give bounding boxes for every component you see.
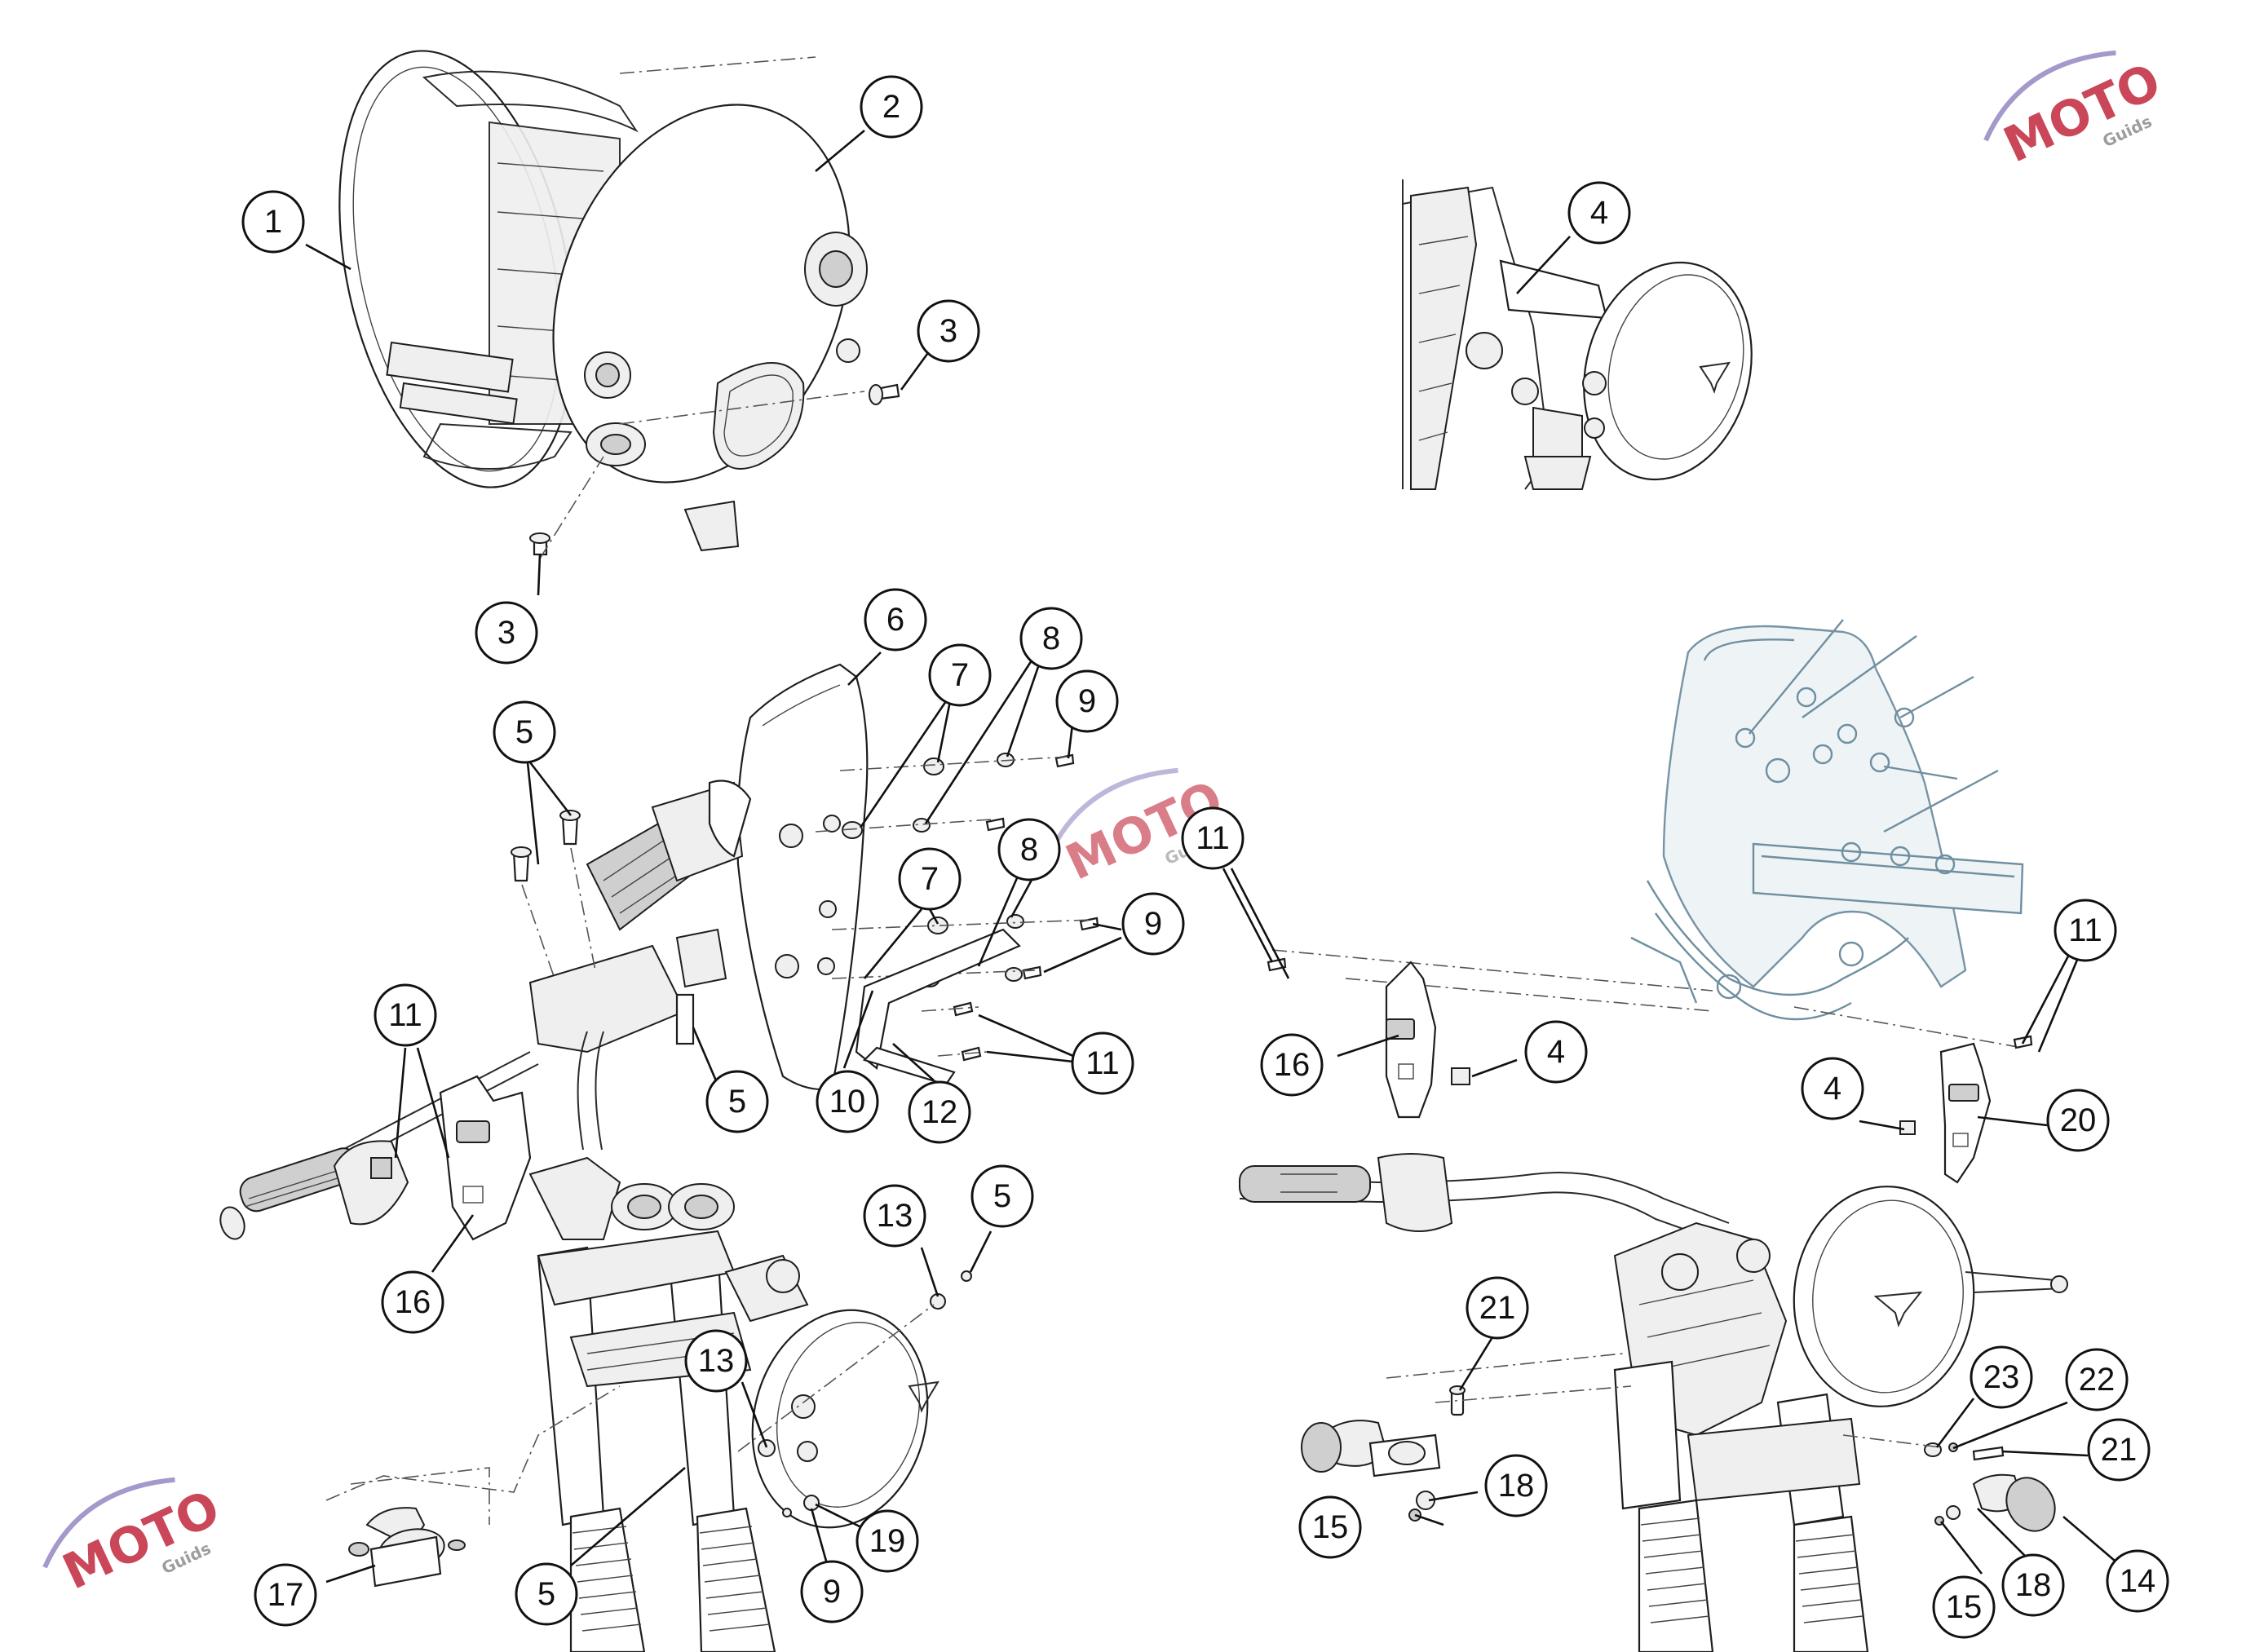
svg-text:11: 11 xyxy=(388,997,422,1033)
callout-19: 19 xyxy=(855,1509,919,1573)
callout-15: 15 xyxy=(1298,1495,1362,1559)
svg-text:15: 15 xyxy=(1946,1589,1983,1625)
callout-8: 8 xyxy=(997,818,1061,881)
svg-text:10: 10 xyxy=(829,1084,866,1120)
svg-text:5: 5 xyxy=(515,714,533,750)
svg-text:1: 1 xyxy=(264,204,282,240)
svg-text:5: 5 xyxy=(537,1576,555,1612)
svg-text:18: 18 xyxy=(1498,1468,1535,1504)
svg-text:15: 15 xyxy=(1312,1509,1349,1545)
headlamp-bowl-assembly xyxy=(338,50,900,559)
callout-9: 9 xyxy=(1121,892,1185,956)
callout-6: 6 xyxy=(864,588,927,652)
callout-5: 5 xyxy=(705,1070,769,1133)
svg-text:8: 8 xyxy=(1020,832,1038,868)
svg-text:4: 4 xyxy=(1590,195,1608,231)
callout-8: 8 xyxy=(1019,607,1083,670)
svg-text:9: 9 xyxy=(1144,906,1162,942)
callout-5: 5 xyxy=(515,1562,578,1626)
watermark-top-right: MOTO Guids xyxy=(1983,50,2169,174)
callout-4: 4 xyxy=(1524,1020,1588,1084)
callout-7: 7 xyxy=(928,643,992,707)
callout-18: 18 xyxy=(2001,1553,2065,1617)
callout-14: 14 xyxy=(2106,1549,2169,1613)
screen-left-assembly xyxy=(219,663,1099,1652)
svg-text:23: 23 xyxy=(1983,1359,2020,1395)
svg-text:21: 21 xyxy=(2101,1432,2138,1468)
callout-16: 16 xyxy=(1260,1033,1324,1097)
svg-text:21: 21 xyxy=(1479,1290,1516,1326)
svg-text:16: 16 xyxy=(395,1284,431,1320)
svg-text:14: 14 xyxy=(2120,1563,2156,1599)
svg-text:22: 22 xyxy=(2079,1362,2115,1398)
callout-2: 2 xyxy=(860,75,923,139)
svg-text:9: 9 xyxy=(1078,683,1096,719)
svg-text:4: 4 xyxy=(1547,1034,1565,1070)
svg-text:3: 3 xyxy=(497,615,515,651)
callout-21: 21 xyxy=(1466,1276,1529,1340)
callout-22: 22 xyxy=(2065,1348,2129,1411)
svg-text:9: 9 xyxy=(823,1574,841,1610)
callout-1: 1 xyxy=(241,190,305,254)
callout-4: 4 xyxy=(1801,1057,1864,1120)
svg-text:5: 5 xyxy=(728,1084,746,1120)
callout-7: 7 xyxy=(898,847,962,911)
callout-11: 11 xyxy=(2054,899,2117,962)
svg-text:17: 17 xyxy=(267,1577,304,1613)
callout-17: 17 xyxy=(254,1563,317,1627)
callouts: 1 2 3 3 4 5 6 7 8 9 7 8 9 11 11 5 10 12 … xyxy=(241,75,2169,1639)
callout-11: 11 xyxy=(1071,1031,1134,1095)
callout-4: 4 xyxy=(1567,181,1631,245)
callout-20: 20 xyxy=(2046,1089,2110,1152)
callout-18: 18 xyxy=(1484,1454,1548,1517)
callout-9: 9 xyxy=(800,1560,864,1623)
svg-text:6: 6 xyxy=(886,602,904,638)
svg-text:13: 13 xyxy=(698,1343,735,1379)
svg-text:18: 18 xyxy=(2015,1567,2052,1603)
svg-text:8: 8 xyxy=(1042,621,1060,656)
svg-text:2: 2 xyxy=(882,89,900,125)
svg-text:19: 19 xyxy=(869,1523,906,1559)
svg-text:7: 7 xyxy=(951,657,969,693)
callout-10: 10 xyxy=(816,1070,879,1133)
callout-5: 5 xyxy=(970,1164,1034,1228)
callout-11: 11 xyxy=(1181,806,1245,870)
callout-12: 12 xyxy=(908,1080,971,1144)
svg-text:5: 5 xyxy=(993,1178,1011,1214)
callout-15: 15 xyxy=(1932,1575,1996,1639)
callout-21: 21 xyxy=(2087,1418,2151,1482)
callout-11: 11 xyxy=(374,983,437,1047)
callout-9: 9 xyxy=(1055,669,1119,733)
watermark-bottom-left: MOTO Guids xyxy=(42,1477,228,1601)
svg-text:3: 3 xyxy=(939,313,957,349)
svg-text:4: 4 xyxy=(1824,1071,1841,1106)
callout-13: 13 xyxy=(863,1184,926,1248)
callout-3: 3 xyxy=(475,601,538,665)
svg-text:13: 13 xyxy=(877,1198,913,1234)
svg-text:7: 7 xyxy=(921,861,939,897)
svg-text:11: 11 xyxy=(2068,912,2102,948)
svg-text:16: 16 xyxy=(1274,1047,1311,1083)
svg-text:12: 12 xyxy=(922,1094,958,1130)
headlamp-mounted-inset xyxy=(1402,179,1753,490)
callout-16: 16 xyxy=(381,1270,444,1334)
svg-text:20: 20 xyxy=(2060,1102,2097,1138)
screen-right-assembly xyxy=(1239,619,2068,1652)
callout-5: 5 xyxy=(493,700,556,764)
svg-text:11: 11 xyxy=(1196,820,1230,856)
svg-text:11: 11 xyxy=(1085,1045,1120,1081)
callout-13: 13 xyxy=(684,1329,748,1393)
callout-23: 23 xyxy=(1970,1345,2033,1409)
callout-3: 3 xyxy=(917,299,980,363)
